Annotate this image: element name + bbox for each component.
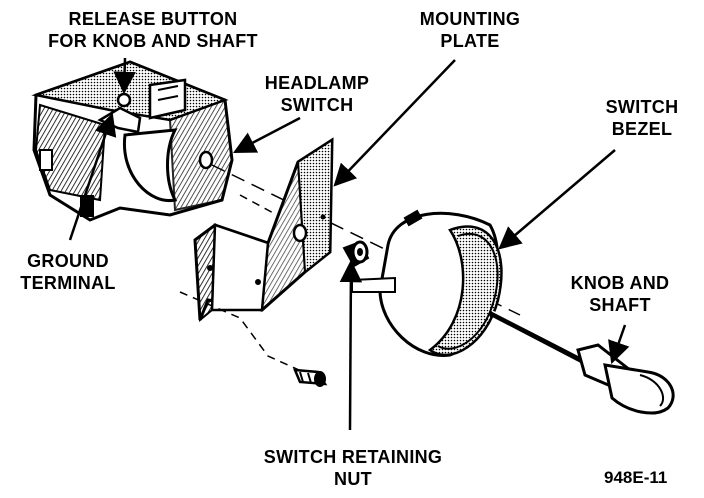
- headlamp-switch-part: [31, 60, 234, 222]
- label-knob-and-shaft: KNOB AND SHAFT: [560, 272, 680, 316]
- label-knob-and-shaft-line1: KNOB AND: [570, 273, 670, 293]
- label-ground-terminal: GROUND TERMINAL: [8, 250, 128, 294]
- leader-lines: [68, 57, 630, 431]
- label-knob-and-shaft-line2: SHAFT: [589, 295, 651, 315]
- axis-line: [211, 164, 521, 316]
- label-headlamp-switch: HEADLAMP SWITCH: [262, 72, 372, 116]
- label-headlamp-switch-line2: SWITCH: [280, 95, 354, 115]
- switch-bezel-part: [351, 209, 503, 357]
- label-switch-retaining-nut: SWITCH RETAINING NUT: [238, 446, 468, 490]
- figure-id: 948E-11: [604, 468, 668, 487]
- label-switch-bezel: SWITCH BEZEL: [595, 96, 689, 140]
- label-switch-bezel-line1: SWITCH: [605, 97, 679, 117]
- label-release-button-line2: FOR KNOB AND SHAFT: [48, 31, 258, 51]
- label-mounting-plate: MOUNTING PLATE: [400, 8, 540, 52]
- label-release-button: RELEASE BUTTON FOR KNOB AND SHAFT: [28, 8, 278, 52]
- label-ground-terminal-line2: TERMINAL: [20, 273, 116, 293]
- label-release-button-line1: RELEASE BUTTON: [68, 9, 238, 29]
- label-ground-terminal-line1: GROUND: [27, 251, 109, 271]
- mounting-screw-part: [293, 368, 328, 387]
- retaining-nut-part: [342, 240, 370, 268]
- label-headlamp-switch-line1: HEADLAMP: [264, 73, 370, 93]
- knob-and-shaft-part: [488, 310, 675, 415]
- label-switch-bezel-line2: BEZEL: [611, 119, 673, 139]
- mounting-plate-part: [193, 137, 334, 323]
- label-switch-retaining-nut-line1: SWITCH RETAINING: [263, 447, 443, 467]
- label-mounting-plate-line1: MOUNTING: [419, 9, 521, 29]
- label-mounting-plate-line2: PLATE: [440, 31, 500, 51]
- label-switch-retaining-nut-line2: NUT: [334, 469, 372, 489]
